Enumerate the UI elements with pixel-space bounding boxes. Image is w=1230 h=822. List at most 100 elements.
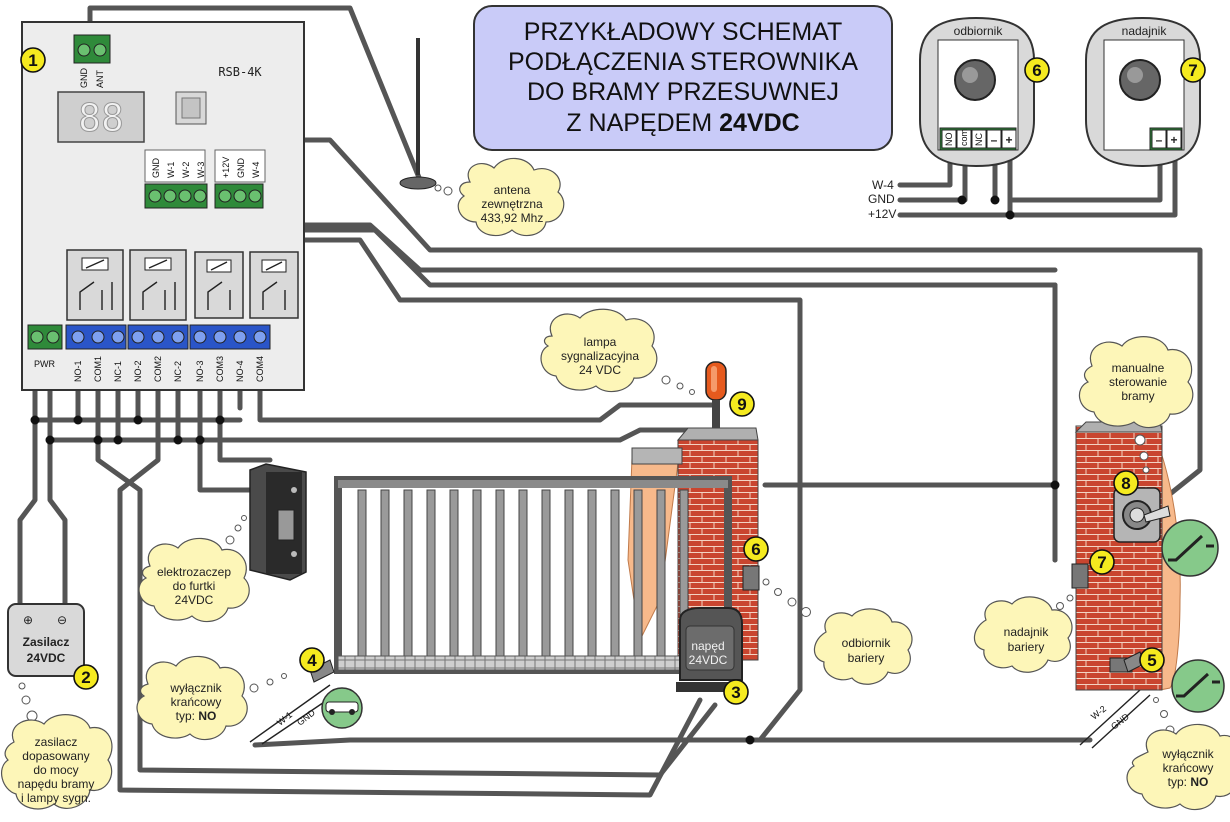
psu-l2: 24VDC <box>27 651 66 665</box>
limit-right-l1: wyłącznik <box>1161 747 1214 761</box>
barrier-receiver <box>742 565 811 617</box>
limit-right-l2: krańcowy <box>1163 761 1214 775</box>
term-aux-w4: W-4 <box>251 162 261 178</box>
limit-right-l3b: NO <box>1190 775 1208 789</box>
badge-1: 1 <box>20 47 46 73</box>
relay-3 <box>194 251 244 319</box>
limit-right-l3: typ: NO <box>1168 775 1209 789</box>
term-no1: NO-1 <box>73 360 83 382</box>
barrier-rx-l2: bariery <box>848 651 885 665</box>
right-limit-note: wyłącznik krańcowy typ: NO <box>1126 697 1230 811</box>
manual-l2: sterowanie <box>1109 375 1167 389</box>
tx-term-minus: – <box>1156 133 1163 147</box>
relay-2 <box>129 249 187 321</box>
electric-strike <box>249 463 307 581</box>
left-cable-b: GND <box>295 707 317 728</box>
bus-labels: W-4 GND +12V <box>868 178 896 221</box>
limit-left-l1: wyłącznik <box>169 681 222 695</box>
svg-text:7: 7 <box>1188 61 1197 80</box>
antenna-note: antena zewnętrzna 433,92 Mhz <box>457 157 565 237</box>
badge-5: 5 <box>1139 647 1165 673</box>
lamp-note-l2: sygnalizacyjna <box>561 349 639 363</box>
signal-lamp-note: lampa sygnalizacyjna 24 VDC <box>540 308 695 395</box>
term-com3: COM3 <box>215 356 225 382</box>
psu-l1: Zasilacz <box>23 635 70 649</box>
antenna-note-l2: zewnętrzna <box>481 197 543 211</box>
badge-2: 2 <box>73 664 99 690</box>
term-in-w3: W-3 <box>196 162 206 178</box>
title-line-3: DO BRAMY PRZESUWNEJ <box>527 78 839 106</box>
limit-right-l3a: typ: <box>1168 775 1191 789</box>
title-line-2: PODŁĄCZENIA STEROWNIKA <box>508 48 858 76</box>
psu-note: zasilacz dopasowany do mocy napędu bramy… <box>0 682 113 810</box>
badge-4: 4 <box>299 647 325 673</box>
term-no2: NO-2 <box>133 360 143 382</box>
number-badges: 1 2 3 4 5 6 7 8 9 6 7 <box>20 47 1206 705</box>
svg-text:4: 4 <box>307 651 317 670</box>
relay-1 <box>66 249 124 321</box>
controller-board: 88 RSB-4K GND ANT GND W-1 W-2 W-3 +12V G… <box>21 21 305 391</box>
badge-3: 3 <box>723 679 749 705</box>
limit-left-l3a: typ: <box>176 709 199 723</box>
sliding-gate <box>334 476 732 674</box>
bus-12v: +12V <box>868 207 896 221</box>
badge-6: 6 <box>743 536 769 562</box>
signal-lamp <box>705 361 727 430</box>
receiver-title: odbiornik <box>954 24 1004 38</box>
key-switch[interactable] <box>1113 487 1171 543</box>
transmitter-module: nadajnik – + <box>1085 16 1201 168</box>
svg-text:2: 2 <box>81 668 90 687</box>
rx-term-plus: + <box>1005 133 1012 147</box>
term-aux-gnd: GND <box>236 158 246 179</box>
barrier-tx-l1: nadajnik <box>1004 625 1050 639</box>
lamp-note-l1: lampa <box>584 335 617 349</box>
bus-gnd: GND <box>868 192 895 206</box>
term-pwr: PWR <box>34 359 55 369</box>
left-limit-switch: W-1 GND <box>275 659 363 729</box>
barrier-tx-l2: bariery <box>1008 640 1045 654</box>
limit-left-l3b: NO <box>198 709 216 723</box>
limit-left-l3: typ: NO <box>176 709 217 723</box>
psu-note-l2: dopasowany <box>22 749 89 763</box>
controller-model: RSB-4K <box>218 65 262 79</box>
motor-l2: 24VDC <box>689 653 728 667</box>
svg-text:7: 7 <box>1097 553 1106 572</box>
psu-note-l3: do mocy <box>33 763 78 777</box>
limit-left-l2: krańcowy <box>171 695 222 709</box>
title-line-4b: 24VDC <box>719 109 800 137</box>
manual-l1: manualne <box>1112 361 1165 375</box>
junctions <box>30 195 1060 745</box>
antenna-note-l1: antena <box>494 183 531 197</box>
svg-text:6: 6 <box>751 540 760 559</box>
power-supply: ⊕ ⊖ Zasilacz 24VDC <box>7 603 85 677</box>
svg-text:6: 6 <box>1032 61 1041 80</box>
seven-segment-display <box>57 91 145 143</box>
manual-control-note: manualne sterowanie bramy <box>1078 336 1194 429</box>
term-com2: COM2 <box>153 356 163 382</box>
strike-l1: elektrozaczep <box>157 565 231 579</box>
strike-l3: 24VDC <box>175 593 214 607</box>
term-ant-gnd: GND <box>79 68 89 89</box>
badge-9: 9 <box>729 391 755 417</box>
term-nc1: NC-1 <box>113 361 123 382</box>
term-aux-12v: +12V <box>221 157 231 178</box>
lamp-note-l3: 24 VDC <box>579 363 621 377</box>
barrier-receiver-note: odbiornik bariery <box>813 608 913 685</box>
term-in-gnd: GND <box>151 158 161 179</box>
badge-6-receiver: 6 <box>1024 57 1050 83</box>
rx-term-no: NO <box>944 133 954 147</box>
svg-text:5: 5 <box>1147 651 1156 670</box>
svg-text:1: 1 <box>28 51 37 70</box>
term-com1: COM1 <box>93 356 103 382</box>
rx-term-minus: – <box>991 133 998 147</box>
term-no3: NO-3 <box>195 360 205 382</box>
transmitter-title: nadajnik <box>1122 24 1168 38</box>
receiver-terminals: NO com NC – + <box>941 129 1017 149</box>
psu-plus: ⊕ <box>23 613 33 627</box>
antenna-note-l3: 433,92 Mhz <box>481 211 544 225</box>
tx-term-plus: + <box>1170 133 1177 147</box>
svg-text:9: 9 <box>737 395 746 414</box>
term-in-w2: W-2 <box>181 162 191 178</box>
gate-motor: napęd 24VDC <box>676 607 743 692</box>
